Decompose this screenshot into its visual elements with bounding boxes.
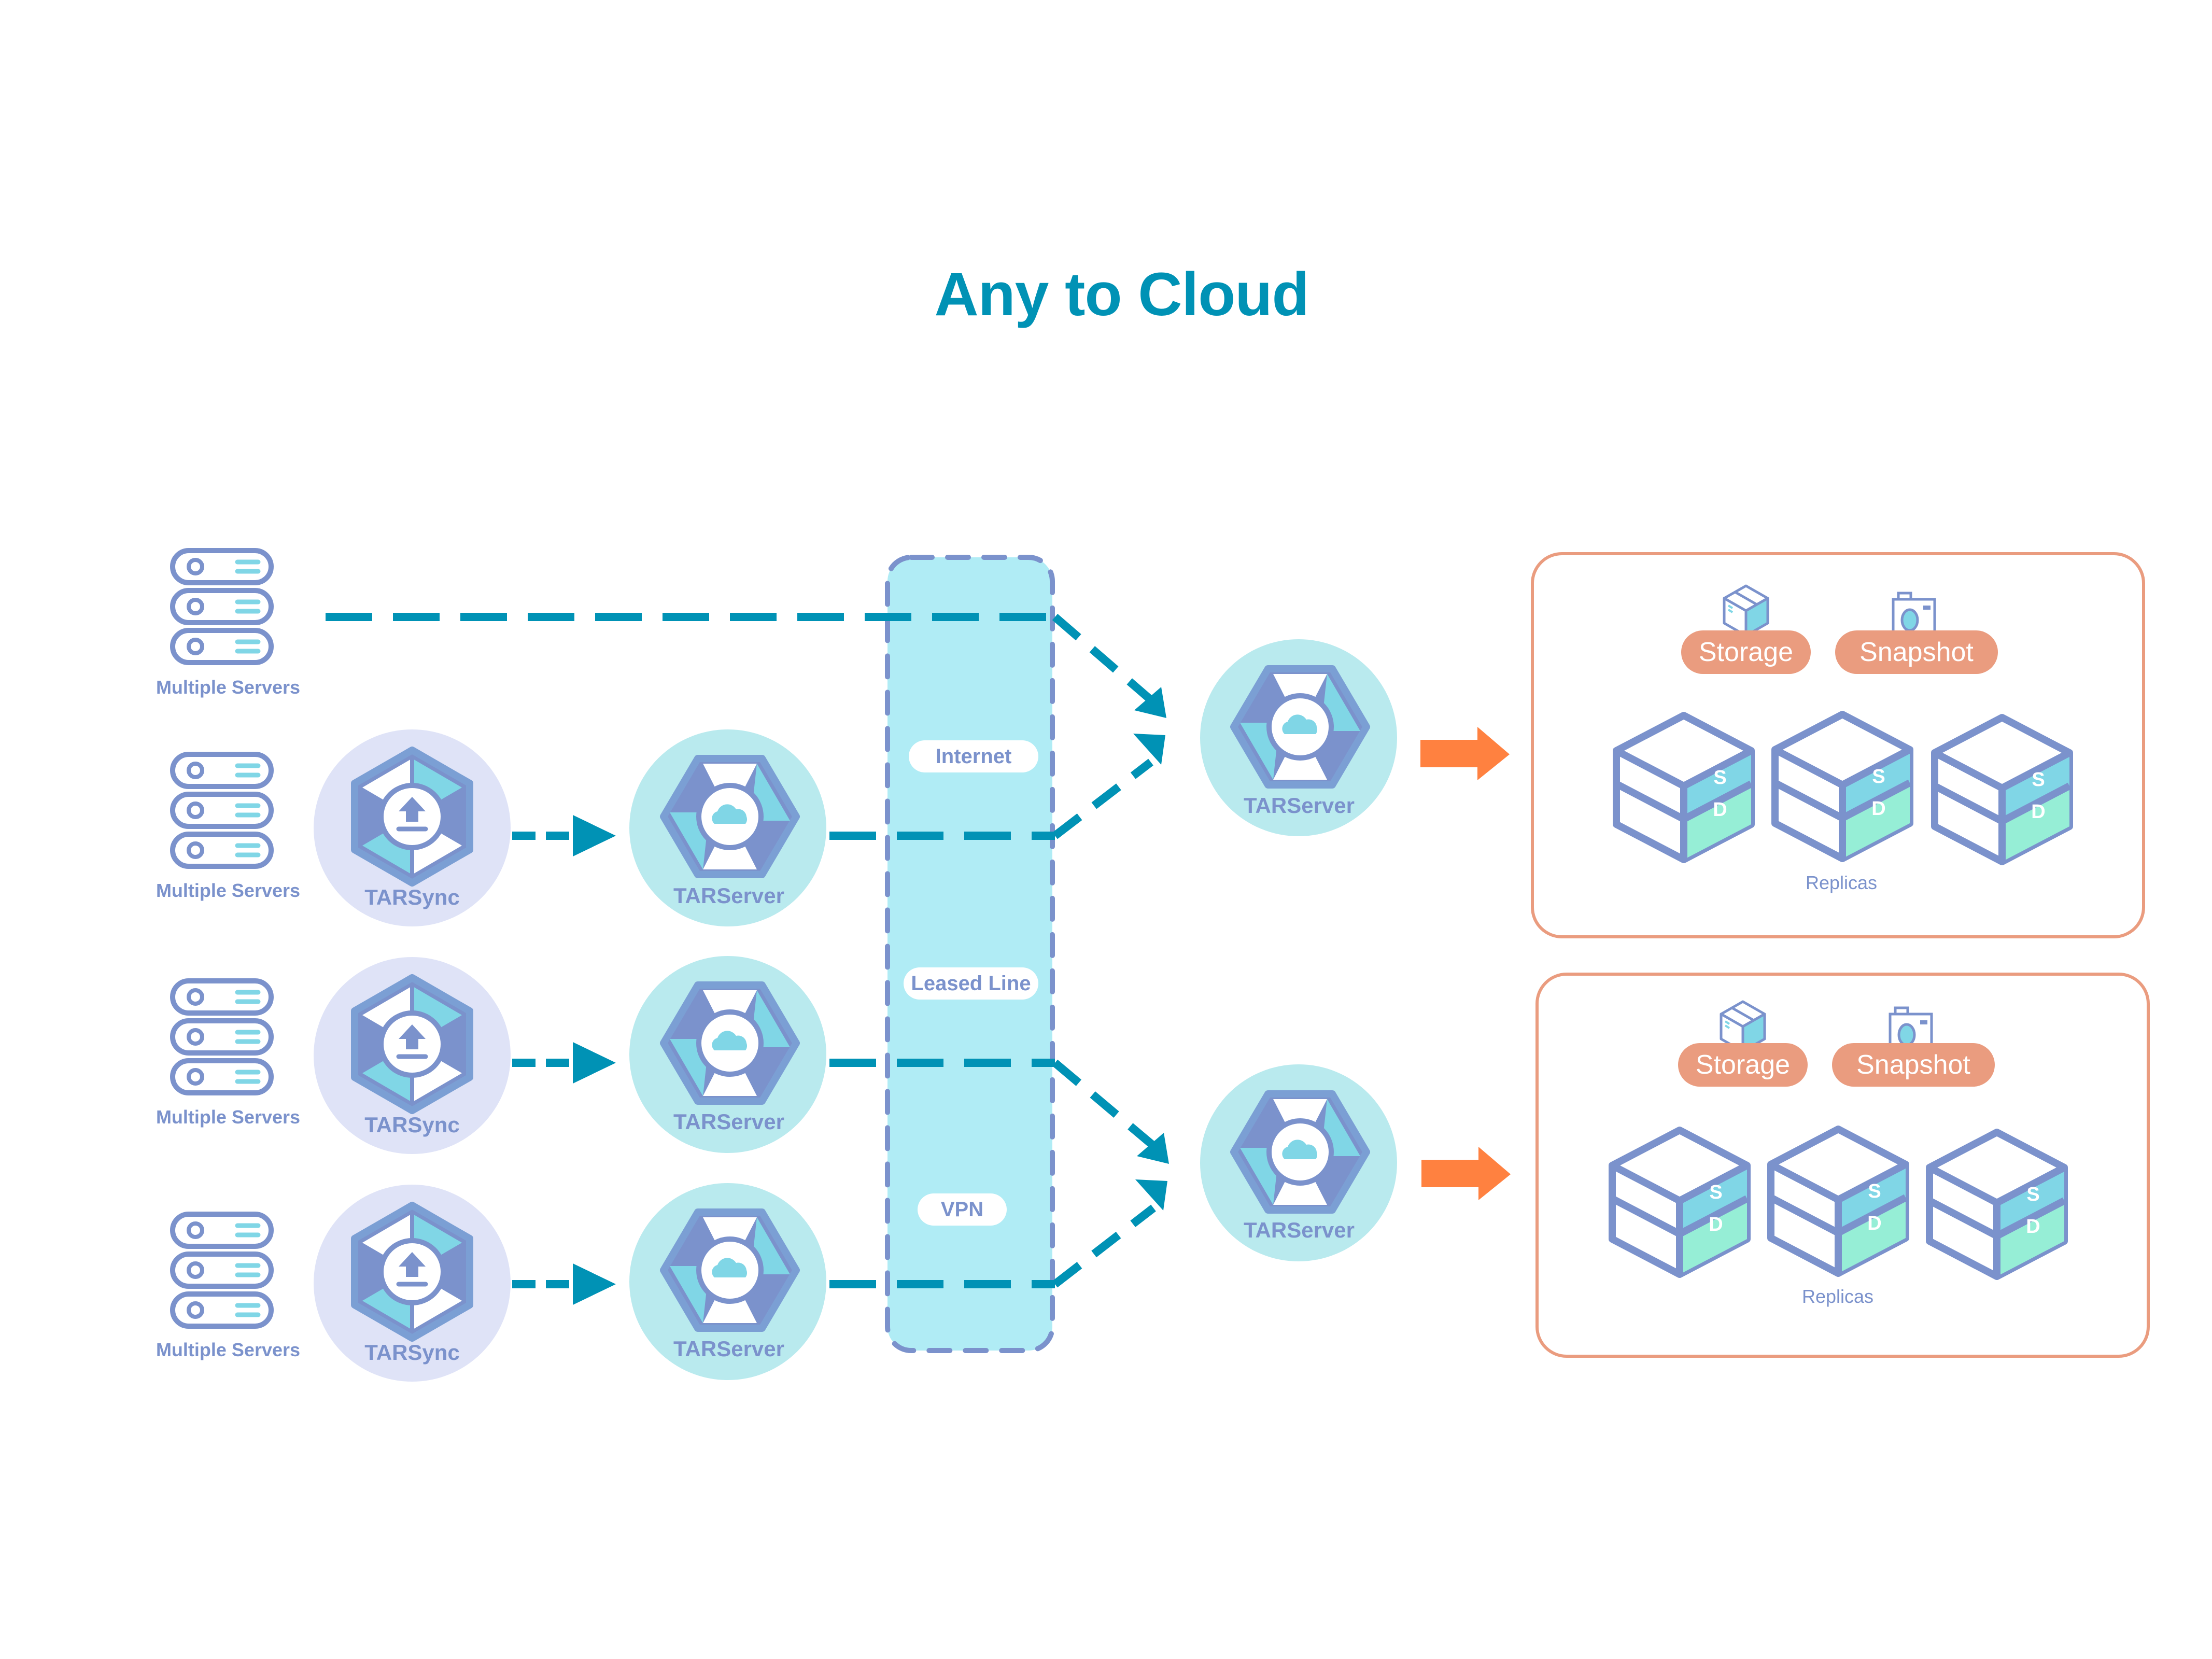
replica-disk-icon (1775, 714, 1910, 859)
disk-top-label: S (2032, 769, 2045, 791)
tarsync-label: TARSync (364, 885, 460, 909)
disk-bottom-label: D (1871, 798, 1885, 820)
snapshot-tag: Snapshot (1832, 1043, 1995, 1087)
tarserver-label: TARServer (673, 1109, 784, 1134)
flow-converge-2a (1052, 1059, 1157, 1149)
network-label-internet: Internet (909, 740, 1038, 772)
source-label: Multiple Servers (156, 1106, 300, 1128)
disk-bottom-label: D (1709, 1214, 1723, 1235)
flow-converge-2b (1052, 1204, 1156, 1288)
arrowhead-icon (573, 815, 616, 856)
box-icon (1724, 586, 1768, 636)
output-arrow-2 (1421, 1147, 1511, 1200)
storage-tag: Storage (1681, 630, 1811, 674)
disk-bottom-label: D (2026, 1216, 2040, 1238)
network-label-leased-line: Leased Line (904, 967, 1038, 1000)
arrowhead-icon (1137, 1133, 1169, 1164)
flow-converge-1b (1052, 758, 1153, 839)
storage-tag: Storage (1678, 1043, 1808, 1087)
tarsync-label: TARSync (364, 1340, 460, 1365)
arrowhead-icon (1135, 1179, 1167, 1211)
disk-top-label: S (1872, 766, 1885, 788)
source-label: Multiple Servers (156, 677, 300, 698)
disk-bottom-label: D (1867, 1213, 1881, 1234)
page-title: Any to Cloud (934, 260, 1309, 329)
arrowhead-icon (573, 1263, 616, 1305)
replica-disk-icon (1771, 1129, 1906, 1273)
cloud-server-label: TARServer (1244, 1218, 1355, 1242)
tarsync-label: TARSync (364, 1113, 460, 1137)
tarserver-label: TARServer (673, 1337, 784, 1361)
network-label-vpn: VPN (918, 1193, 1007, 1226)
replicas-label: Replicas (1801, 1286, 1874, 1307)
disk-top-label: S (1709, 1182, 1722, 1203)
replica-disk-icon (1929, 1132, 2064, 1276)
arrowhead-icon (573, 1042, 616, 1084)
disk-top-label: S (1713, 767, 1726, 789)
flow-converge-1a (1052, 613, 1154, 704)
tarserver-label: TARServer (673, 883, 784, 908)
source-label: Multiple Servers (156, 1339, 300, 1360)
disk-top-label: S (1868, 1180, 1881, 1202)
arrowhead-icon (1134, 687, 1166, 718)
disk-bottom-label: D (2031, 801, 2045, 823)
output-arrow-1 (1420, 727, 1510, 780)
flow-lines (326, 613, 1157, 1288)
cloud-server-label: TARServer (1244, 793, 1355, 818)
arrowhead-icon (1133, 734, 1165, 765)
disk-top-label: S (2026, 1184, 2039, 1205)
snapshot-tag: Snapshot (1835, 630, 1998, 674)
replica-disk-icon (1935, 718, 2069, 862)
replica-disk-icon (1612, 1130, 1747, 1274)
replica-disk-icon (1616, 715, 1751, 860)
source-label: Multiple Servers (156, 880, 300, 901)
replicas-label: Replicas (1805, 872, 1878, 893)
disk-bottom-label: D (1713, 799, 1727, 821)
